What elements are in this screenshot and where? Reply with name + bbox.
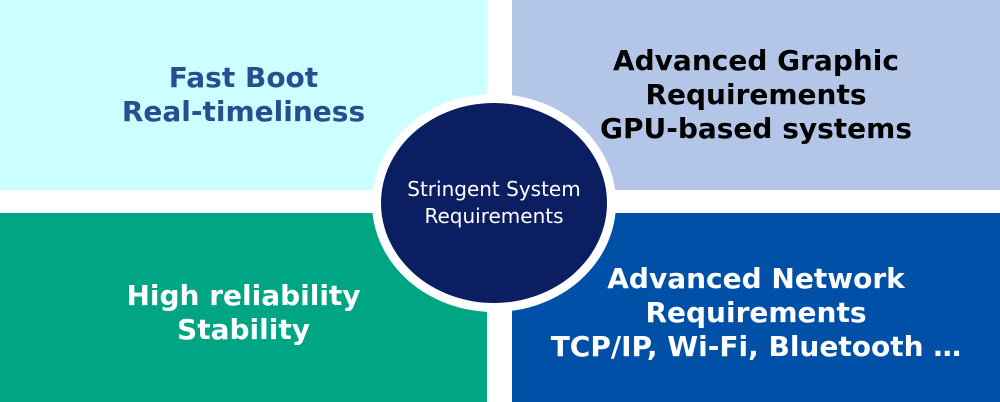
quadrant-label-line: Real-timeliness <box>121 95 366 128</box>
quadrant-label-line: Requirements <box>645 295 867 329</box>
quadrant-label-line: Advanced Graphic <box>612 44 899 77</box>
center-label-line: Requirements <box>424 204 564 228</box>
quadrant-label-line: Fast Boot <box>168 61 319 94</box>
quadrant-label-line: Advanced Network <box>607 261 905 295</box>
quadrant-text: Advanced Network Requirements TCP/IP, Wi… <box>551 262 962 364</box>
quadrant-text: High reliability Stability <box>126 279 360 347</box>
quadrant-label-line: GPU-based systems <box>599 112 913 145</box>
center-circle: Stringent System Requirements <box>381 103 607 303</box>
quadrant-label-line: Requirements <box>645 78 867 111</box>
quadrant-label-line: Stability <box>177 312 310 346</box>
quadrant-text: Fast Boot Real-timeliness <box>122 61 365 129</box>
quadrant-label-line: High reliability <box>126 278 361 312</box>
quadrant-fast-boot: Fast Boot Real-timeliness <box>0 0 487 190</box>
quadrant-label-line: TCP/IP, Wi-Fi, Bluetooth … <box>550 329 962 363</box>
quadrant-text: Advanced Graphic Requirements GPU-based … <box>600 44 912 146</box>
center-label-line: Stringent System <box>407 177 581 201</box>
